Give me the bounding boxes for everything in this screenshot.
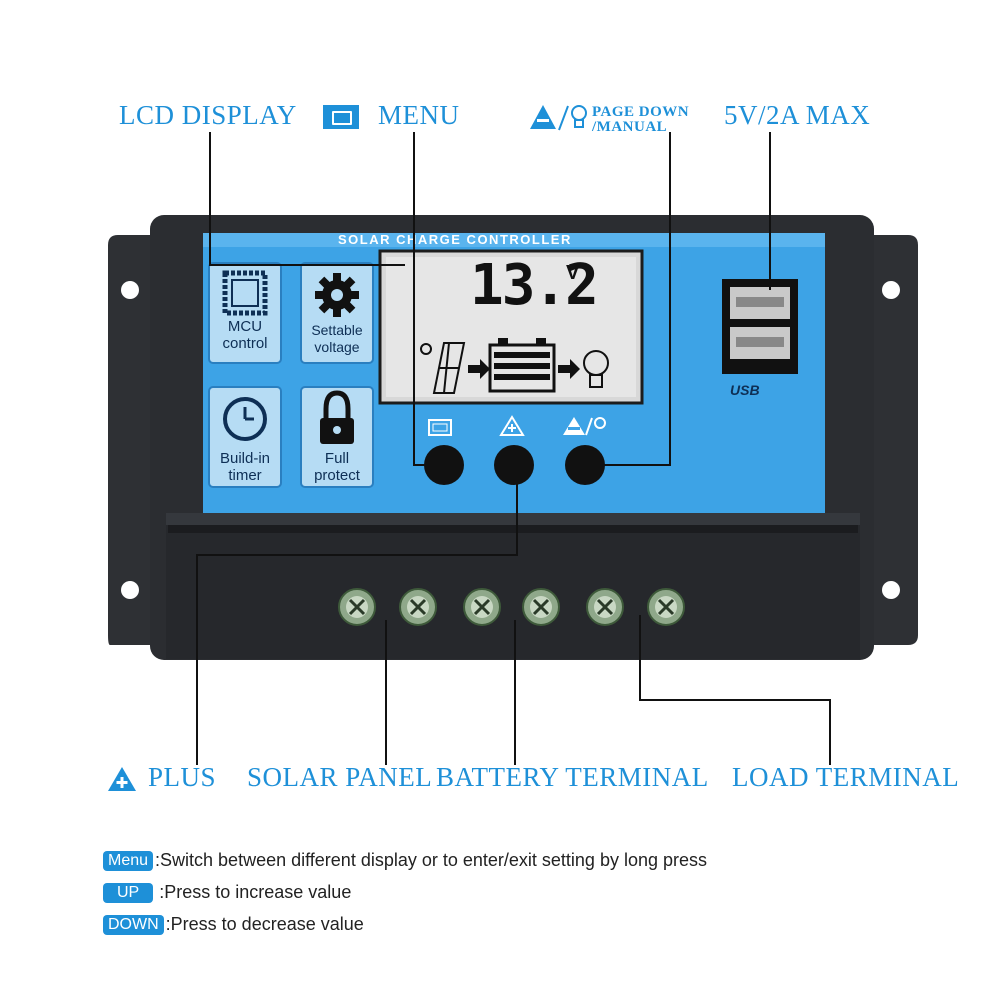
terminal-screw xyxy=(522,588,560,626)
lcd-arrow-icon xyxy=(468,359,490,379)
feature-protect: Full protect xyxy=(301,450,373,484)
usb-logo: USB xyxy=(730,382,760,398)
usb-max-label: 5V/2A MAX xyxy=(724,100,871,130)
lcd-voltage: 13.2 xyxy=(470,253,599,318)
terminal-screw xyxy=(647,588,685,626)
plus-leader xyxy=(196,470,518,765)
feature-mcu: MCU control xyxy=(209,318,281,352)
feature-line: voltage xyxy=(314,339,360,355)
feature-tiles xyxy=(208,262,374,488)
terminal-screw xyxy=(338,588,376,626)
lcd-arrow-icon xyxy=(558,359,580,379)
feature-settable: Settable voltage xyxy=(301,322,373,356)
legend-text: :Press to decrease value xyxy=(165,914,364,934)
plus-label: PLUS xyxy=(148,762,217,792)
terminal-block xyxy=(166,513,860,659)
legend-text: :Switch between different display or to … xyxy=(155,850,708,870)
lcd-display-label: LCD DISPLAY xyxy=(119,100,297,130)
mount-hole xyxy=(882,281,900,299)
menu-leader xyxy=(413,132,432,466)
legend-key: UP xyxy=(103,882,154,903)
feature-line: timer xyxy=(228,467,262,484)
menu-button-icon xyxy=(428,419,452,436)
feature-line: Settable xyxy=(311,322,363,338)
mount-hole xyxy=(121,281,139,299)
chip-icon xyxy=(222,270,268,316)
down-button-icon xyxy=(563,417,585,435)
menu-button[interactable] xyxy=(424,445,464,485)
feature-line: protect xyxy=(314,467,360,484)
terminal-screws xyxy=(338,588,685,626)
mount-hole xyxy=(121,581,139,599)
lcd-solar-icon xyxy=(420,342,466,394)
menu-label: MENU xyxy=(378,100,460,130)
terminal-screw xyxy=(463,588,501,626)
battery-terminal-label: BATTERY TERMINAL xyxy=(436,762,709,792)
load-leader xyxy=(639,615,831,765)
terminal-screw xyxy=(586,588,624,626)
legend-key: DOWN xyxy=(103,914,164,935)
legend-text: :Press to increase value xyxy=(159,882,352,902)
legend-row-up: UP :Press to increase value xyxy=(103,882,351,903)
up-button[interactable] xyxy=(494,445,534,485)
up-button-icon xyxy=(499,415,525,436)
lock-icon xyxy=(320,390,354,444)
legend-row-menu: Menu :Switch between different display o… xyxy=(103,850,707,871)
down-button[interactable] xyxy=(565,445,605,485)
lcd-bulb-icon xyxy=(583,350,609,388)
manual-label: /MANUAL xyxy=(592,119,668,135)
load-terminal-label: LOAD TERMINAL xyxy=(732,762,960,792)
mount-hole xyxy=(882,581,900,599)
down-manual-icon xyxy=(530,105,587,131)
legend-row-down: DOWN :Press to decrease value xyxy=(103,914,364,935)
plus-icon xyxy=(108,767,136,791)
solar-panel-label: SOLAR PANEL xyxy=(247,762,433,792)
down-leader xyxy=(590,132,671,466)
lcd-unit: V xyxy=(566,262,580,284)
lcd-battery-icon xyxy=(488,338,556,393)
device-title: SOLAR CHARGE CONTROLLER xyxy=(338,232,572,247)
feature-timer: Build-in timer xyxy=(209,450,281,484)
gear-icon xyxy=(315,273,359,317)
feature-line: MCU xyxy=(227,318,263,335)
feature-line: control xyxy=(222,335,268,352)
clock-icon xyxy=(223,397,267,441)
terminal-screw xyxy=(399,588,437,626)
legend-key: Menu xyxy=(103,850,154,871)
lcd-leader xyxy=(209,132,405,266)
page-down-label: PAGE DOWN xyxy=(592,104,690,120)
feature-line: Build-in xyxy=(219,450,271,467)
feature-line: Full xyxy=(324,450,350,467)
menu-icon xyxy=(323,105,359,129)
